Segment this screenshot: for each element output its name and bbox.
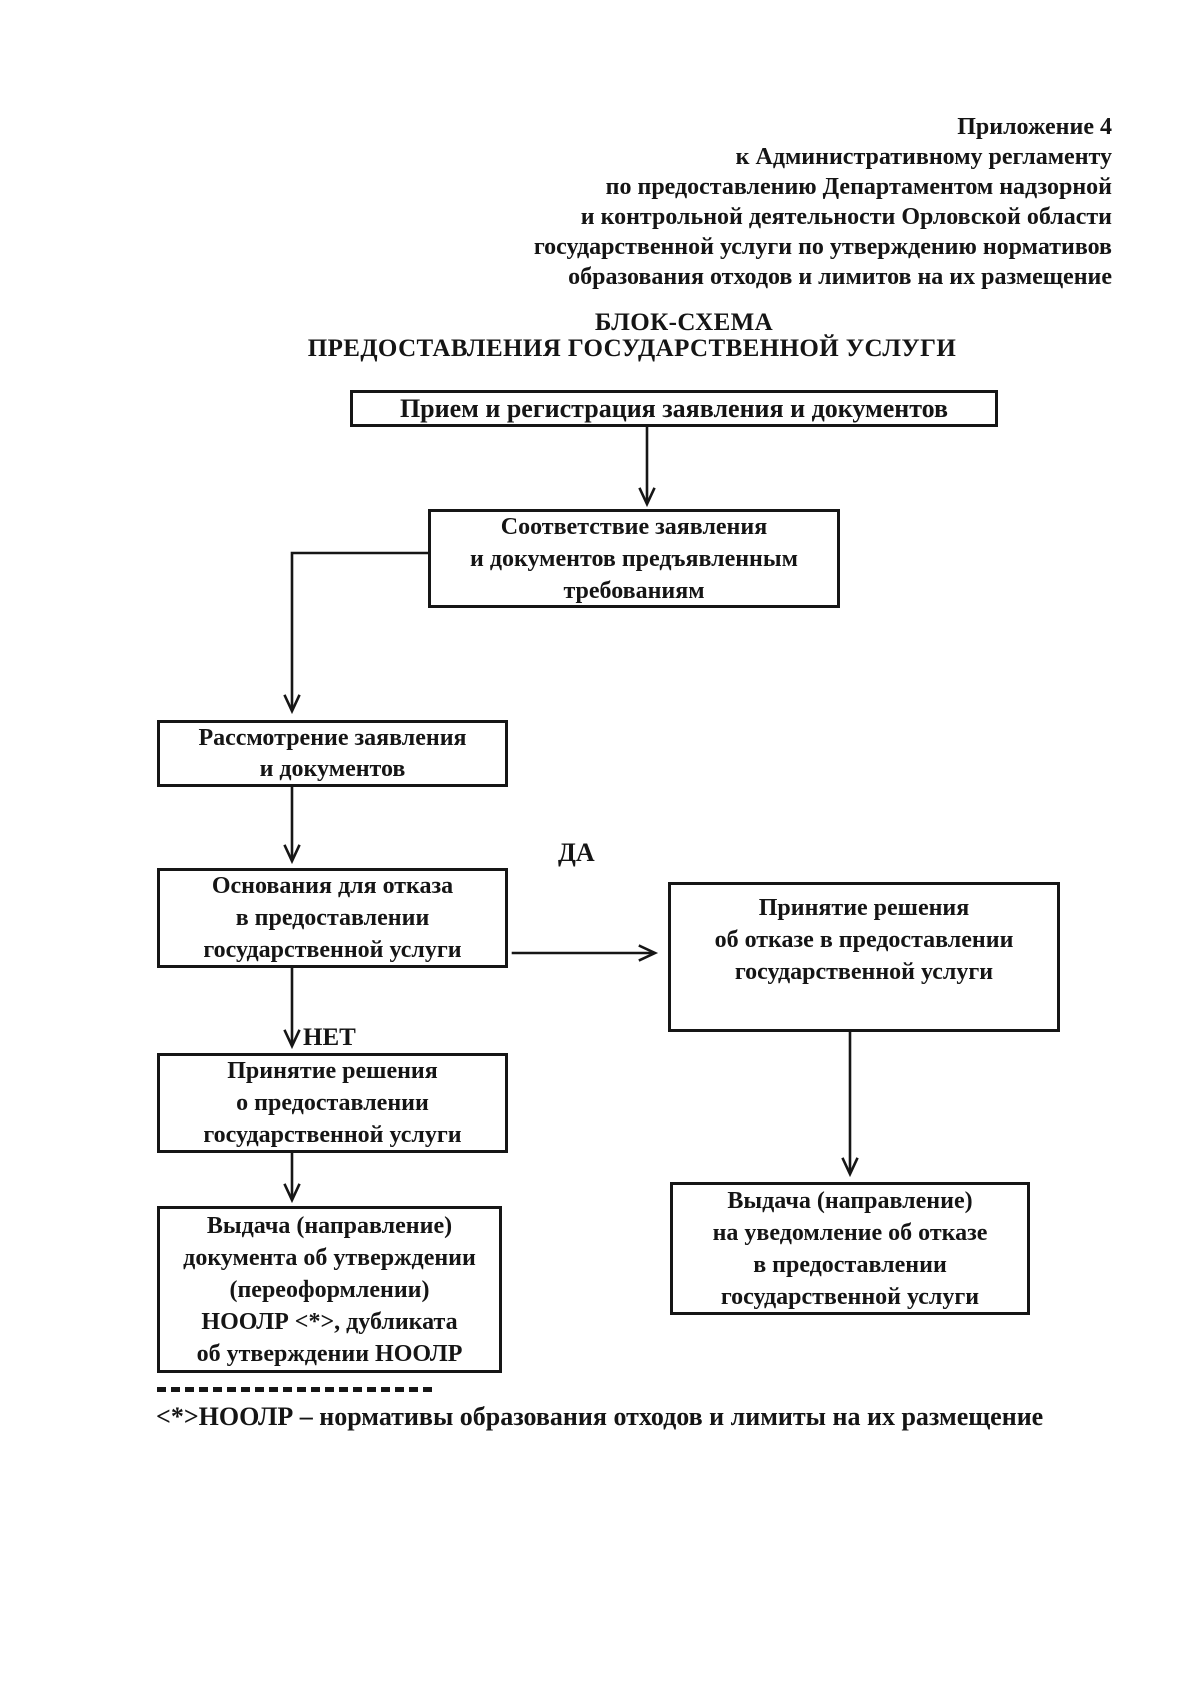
appendix-line: и контрольной деятельности Орловской обл…	[580, 204, 1112, 230]
box-review-application: Рассмотрение заявления и документов	[157, 720, 508, 787]
appendix-header: Приложение 4 к Административному регламе…	[534, 112, 1112, 292]
branch-label-yes: ДА	[558, 838, 595, 867]
appendix-line: образования отходов и лимитов на их разм…	[568, 264, 1112, 290]
arrowhead-down-icon	[283, 694, 301, 715]
box-issue-approval-document: Выдача (направление) документа об утверж…	[157, 1206, 502, 1373]
arrowhead-down-icon	[283, 844, 301, 865]
page-title-line-2: ПРЕДОСТАВЛЕНИЯ ГОСУДАРСТВЕННОЙ УСЛУГИ	[307, 335, 957, 362]
box-refusal-decision: Принятие решения об отказе в предоставле…	[668, 882, 1060, 1032]
arrowhead-down-icon	[283, 1029, 301, 1050]
arrow-compliance-to-review	[290, 551, 430, 710]
appendix-line: Приложение 4	[957, 114, 1112, 140]
branch-label-no: НЕТ	[303, 1024, 356, 1051]
appendix-line: к Административному регламенту	[735, 144, 1112, 170]
box-receive-registration: Прием и регистрация заявления и документ…	[350, 390, 998, 427]
footnote-text: <*>НООЛР – нормативы образования отходов…	[156, 1402, 1044, 1431]
arrowhead-down-icon	[841, 1157, 859, 1178]
appendix-line: по предоставлению Департаментом надзорно…	[605, 174, 1112, 200]
appendix-line: государственной услуги по утверждению но…	[533, 234, 1112, 260]
arrowhead-down-icon	[638, 487, 656, 508]
arrowhead-right-icon	[638, 944, 659, 962]
box-grant-decision: Принятие решения о предоставлении госуда…	[157, 1053, 508, 1153]
box-issue-refusal-notice: Выдача (направление) на уведомление об о…	[670, 1182, 1030, 1315]
box-compliance-check: Соответствие заявления и документов пред…	[428, 509, 840, 608]
page-title-line-1: БЛОК-СХЕМА	[594, 309, 774, 336]
box-refusal-grounds: Основания для отказа в предоставлении го…	[157, 868, 508, 968]
arrowhead-down-icon	[283, 1183, 301, 1204]
footnote-separator	[157, 1387, 437, 1392]
